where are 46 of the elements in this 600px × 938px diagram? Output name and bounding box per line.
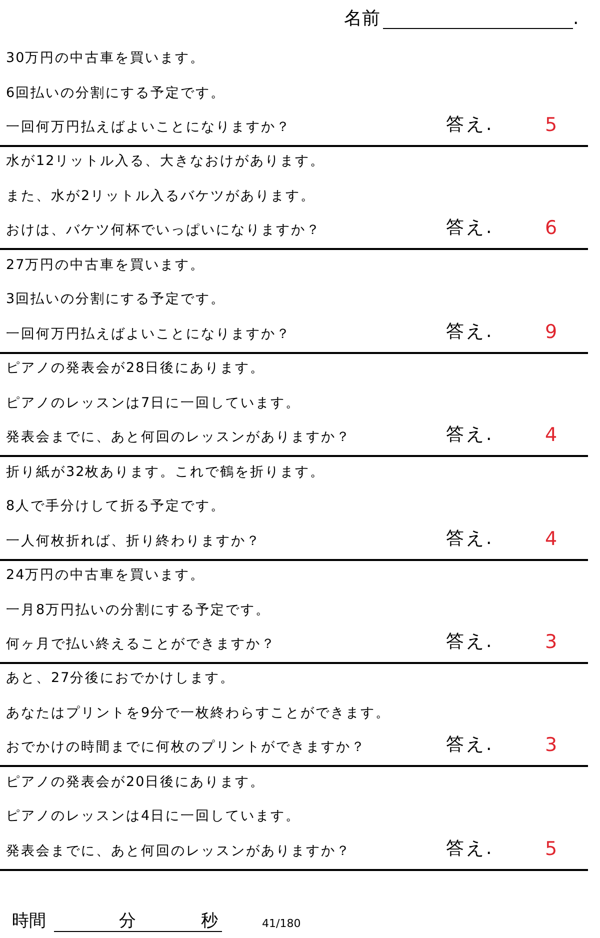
problem-text: あなたはプリントを9分で一枚終わらすことができます。 <box>6 704 391 722</box>
problem-text: 発表会までに、あと何回のレッスンがありますか？ <box>6 842 351 860</box>
page-number: 41/180 <box>262 917 301 931</box>
problem-text: ピアノの発表会が20日後にあります。 <box>6 772 266 791</box>
problem-text: 一月8万円払いの分割にする予定です。 <box>6 600 271 618</box>
problem-text: ピアノのレッスンは4日に一回しています。 <box>6 807 301 826</box>
problem-text: おけは、バケツ何杯でいっぱいになりますか？ <box>6 221 321 240</box>
problem-text: ピアノのレッスンは7日に一回しています。 <box>6 394 301 412</box>
answer-value: 9 <box>545 320 558 344</box>
answer-value: 4 <box>545 423 558 448</box>
name-label: 名前 <box>344 8 380 30</box>
problem-text: 折り紙が32枚あります。これで鶴を折ります。 <box>6 462 326 481</box>
problem-text: また、水が2リットル入るバケツがあります。 <box>6 186 316 205</box>
problem-text: 一回何万円払えばよいことになりますか？ <box>6 118 291 136</box>
answer-label: 答え. <box>446 423 494 448</box>
problem-text: 発表会までに、あと何回のレッスンがありますか？ <box>6 428 351 446</box>
problem-text: 一回何万円払えばよいことになりますか？ <box>6 324 291 343</box>
answer-value: 3 <box>545 733 558 758</box>
answer-value: 6 <box>545 216 558 240</box>
answer-label: 答え. <box>446 113 494 137</box>
answer-label: 答え. <box>446 733 494 758</box>
problem-text: 水が12リットル入る、大きなおけがあります。 <box>6 152 326 170</box>
problem-text: おでかけの時間までに何枚のプリントができますか？ <box>6 738 366 756</box>
answer-label: 答え. <box>446 320 494 344</box>
problem-text: 何ヶ月で払い終えることができますか？ <box>6 635 276 653</box>
problem-text: 30万円の中古車を買います。 <box>6 49 206 67</box>
answer-value: 4 <box>545 526 558 551</box>
time-label: 時間 <box>12 910 46 932</box>
problem-text: 6回払いの分割にする予定です。 <box>6 84 226 102</box>
answer-label: 答え. <box>446 216 494 240</box>
problem-text: 一人何枚折れば、折り終わりますか？ <box>6 532 261 550</box>
seconds-label: 秒 <box>201 910 218 932</box>
answer-value: 5 <box>545 836 558 861</box>
answer-label: 答え. <box>446 836 494 861</box>
answer-label: 答え. <box>446 630 494 654</box>
minutes-label: 分 <box>119 910 136 932</box>
problem-text: 24万円の中古車を買います。 <box>6 566 206 584</box>
answer-value: 5 <box>545 113 558 137</box>
period-mark: . <box>573 8 579 30</box>
problem-text: 27万円の中古車を買います。 <box>6 256 206 274</box>
answer-label: 答え. <box>446 526 494 551</box>
problem-text: あと、27分後におでかけします。 <box>6 669 236 688</box>
problem-text: ピアノの発表会が28日後にあります。 <box>6 359 266 378</box>
problem-text: 8人で手分けして折る予定です。 <box>6 497 226 516</box>
answer-value: 3 <box>545 630 558 654</box>
problem-text: 3回払いの分割にする予定です。 <box>6 290 226 308</box>
